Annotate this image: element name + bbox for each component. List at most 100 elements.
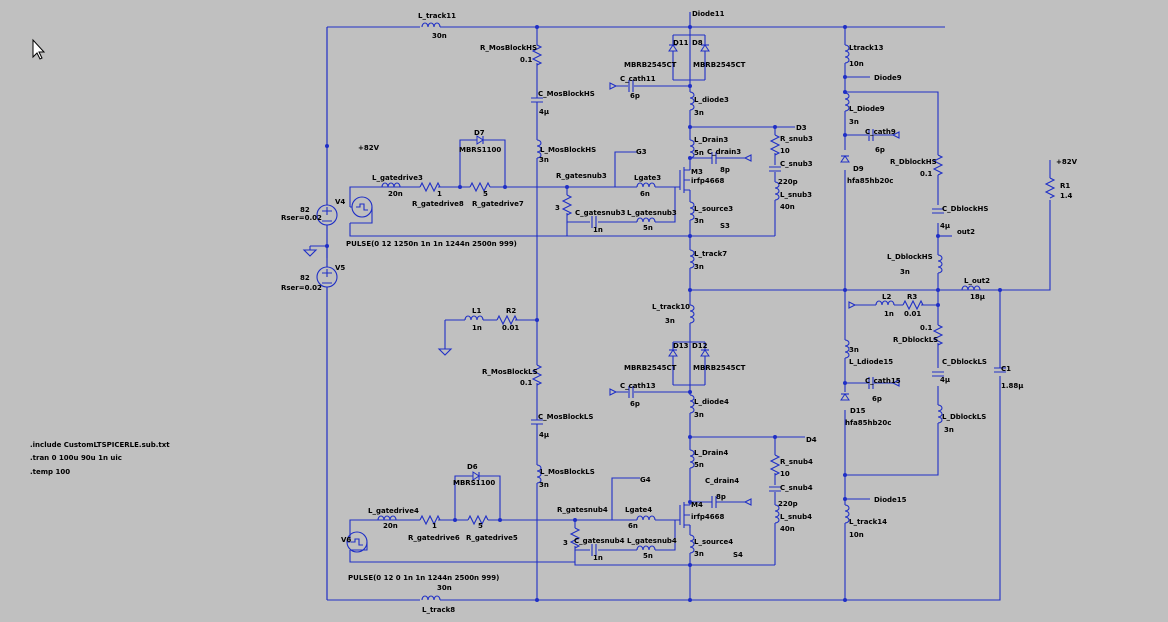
label-r-snub3: R_snub3 (780, 135, 813, 143)
label-mbrb-c: MBRB2545CT (624, 364, 677, 372)
label-lgate3: Lgate3 (634, 174, 661, 182)
label-d11: D11 (673, 39, 689, 47)
value-r-gatedrive7: 5 (483, 190, 488, 198)
label-r-gatedrive7: R_gatedrive7 (472, 200, 524, 208)
label-c-gatesnub4: C_gatesnub4 (574, 537, 625, 545)
value-l-diode9: 3n (849, 118, 859, 126)
label-out2: out2 (957, 228, 975, 236)
label-d9-part: hfa85hb20c (847, 177, 893, 185)
value-l2: 1n (884, 310, 894, 318)
label-l-gatesnub4: L_gatesnub4 (627, 537, 677, 545)
value-l-gatesnub3: 5n (643, 224, 653, 232)
value-l-gatesnub4: 5n (643, 552, 653, 560)
label-r-gatedrive8: R_gatedrive8 (412, 200, 464, 208)
label-d6: D6 (467, 463, 478, 471)
value-c-drain3: 8p (720, 166, 730, 174)
value-c-cath9: 6p (875, 146, 885, 154)
value-l-track11: 30n (432, 32, 447, 40)
label-pulse-top: PULSE(0 12 1250n 1n 1n 1244n 2500n 999) (346, 240, 517, 248)
label-r-dblockls: R_DblockLS (893, 336, 938, 344)
value-l-diode4: 3n (694, 411, 704, 419)
label-r-gatedrive6: R_gatedrive6 (408, 534, 460, 542)
label-v5: V5 (335, 264, 345, 272)
junctions (325, 25, 1002, 602)
label-v5-rser: Rser=0.02 (281, 284, 322, 292)
label-v82-top: +82V (358, 144, 380, 152)
value-c-cath11: 6p (630, 92, 640, 100)
value-l-track10: 3n (665, 317, 675, 325)
value-l-ldiode15: 3n (849, 346, 859, 354)
label-l-track10: L_track10 (652, 303, 690, 311)
label-l-mosblockhs: L_MosBlockHS (540, 146, 596, 154)
value-l-source3: 3n (694, 217, 704, 225)
label-d12: D12 (692, 342, 708, 350)
label-d15-part: hfa85hb20c (845, 419, 891, 427)
label-c-cath9: C_cath9 (865, 128, 896, 136)
value-l-gatedrive4: 20n (383, 522, 398, 530)
value-c-cath13: 6p (630, 400, 640, 408)
label-c-gatesnub3: C_gatesnub3 (575, 209, 626, 217)
label-c-cath15: C_cath15 (865, 377, 901, 385)
label-diode9: Diode9 (874, 74, 902, 82)
value-l-drain3: 5n (694, 149, 704, 157)
label-d7: D7 (474, 129, 485, 137)
value-c-mosblockls: 4µ (539, 431, 549, 439)
label-pulse-bot: PULSE(0 12 0 1n 1n 1244n 2500n 999) (348, 574, 499, 582)
label-v4: V4 (335, 198, 345, 206)
label-r2: R2 (506, 307, 516, 315)
value-r-mosblockls: 0.1 (520, 379, 533, 387)
label-d15: D15 (850, 407, 866, 415)
label-c-mosblockhs: C_MosBlockHS (538, 90, 595, 98)
value-l-mosblockls: 3n (539, 481, 549, 489)
label-l-gatedrive4: L_gatedrive4 (368, 507, 419, 515)
value-lgate3: 6n (640, 190, 650, 198)
label-l-snub4: L_snub4 (780, 513, 812, 521)
label-d13: D13 (673, 342, 689, 350)
value-c-mosblockhs: 4µ (539, 108, 549, 116)
label-r-gatesnub3: R_gatesnub3 (556, 172, 607, 180)
value-r-gatedrive6: 1 (432, 522, 437, 530)
value-r-snub3: 10 (780, 147, 790, 155)
label-l-drain4: L_Drain4 (694, 449, 728, 457)
value-l-dblockhs: 3n (900, 268, 910, 276)
value-l-track7: 3n (694, 263, 704, 271)
label-diode15: Diode15 (874, 496, 907, 504)
value-c-dblockhs: 4µ (940, 222, 950, 230)
label-mbrb-a: MBRB2545CT (624, 61, 677, 69)
label-g3: G3 (636, 148, 647, 156)
label-l-diode9: L_Diode9 (849, 105, 885, 113)
value-r-gatedrive8: 1 (437, 190, 442, 198)
label-l-track13: Ltrack13 (849, 44, 884, 52)
value-r3: 0.01 (904, 310, 921, 318)
label-c-dblockls: C_DblockLS (942, 358, 987, 366)
directive-tran: .tran 0 100u 90u 1n uic (30, 454, 122, 462)
label-d4: D4 (806, 436, 817, 444)
label-l-diode3: L_diode3 (694, 96, 729, 104)
label-l-out2: L_out2 (964, 277, 990, 285)
label-c-mosblockls: C_MosBlockLS (538, 413, 593, 421)
label-l-track8: L_track8 (422, 606, 455, 614)
value-l-track13: 10n (849, 60, 864, 68)
label-l-source3: L_source3 (694, 205, 733, 213)
label-l-snub3: L_snub3 (780, 191, 812, 199)
label-l-gatedrive3: L_gatedrive3 (372, 174, 423, 182)
value-l-out2: 18µ (970, 293, 985, 301)
value-r-gatesnub3: 3 (555, 204, 560, 212)
label-g4: G4 (640, 476, 651, 484)
value-l-dblockls: 3n (944, 426, 954, 434)
label-l-dblockhs: L_DblockHS (887, 253, 933, 261)
label-m4: M4 (691, 501, 703, 509)
label-l-ldiode15: L_Ldiode15 (849, 358, 893, 366)
label-d9: D9 (853, 165, 864, 173)
label-l-track14: L_track14 (849, 518, 887, 526)
label-mbrs-a: MBRS1100 (459, 146, 501, 154)
value-l-track8: 30n (437, 584, 452, 592)
label-l2: L2 (882, 293, 891, 301)
value-c-dblockls: 4µ (940, 376, 950, 384)
label-m3-part: irfp4668 (691, 177, 725, 185)
value-r-gatedrive5: 5 (478, 522, 483, 530)
label-lgate4: Lgate4 (625, 506, 652, 514)
label-l-source4: L_source4 (694, 538, 733, 546)
value-l-gatedrive3: 20n (388, 190, 403, 198)
label-r-mosblockls: R_MosBlockLS (482, 368, 538, 376)
